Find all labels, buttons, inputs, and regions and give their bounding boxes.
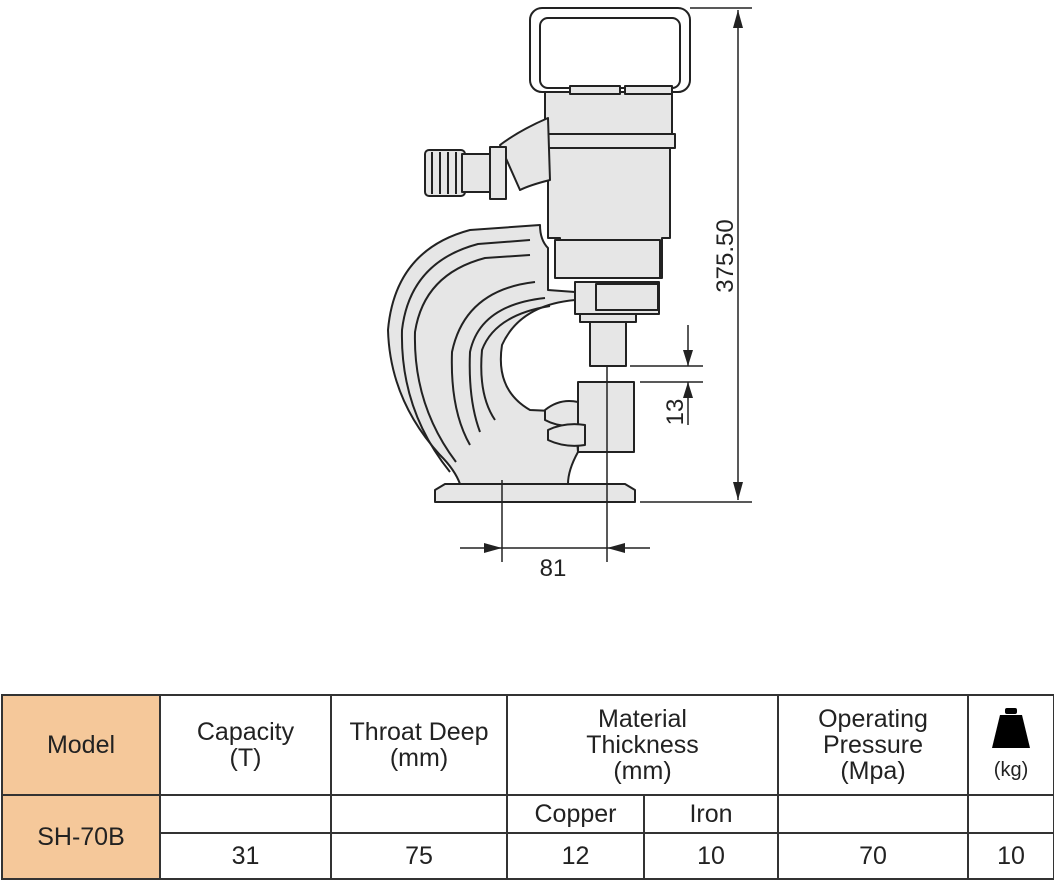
weight-value: 10 [967, 832, 1054, 880]
dim-throat-label: 81 [540, 555, 567, 582]
die-block [577, 381, 635, 453]
weight-icon [992, 708, 1031, 748]
dim-stroke-label: 13 [662, 399, 689, 426]
throat-header: Throat Deep (mm) [330, 694, 508, 796]
copper-label: Copper [506, 794, 645, 834]
copper-value: 12 [506, 832, 645, 880]
iron-value: 10 [642, 832, 780, 880]
throat-value: 75 [330, 832, 508, 880]
punch-tool-drawing: 375.50 13 81 [387, 7, 752, 582]
capacity-value: 31 [159, 832, 332, 880]
base-plate [434, 483, 636, 503]
capacity-header: Capacity (T) [159, 694, 332, 796]
model-header: Model [1, 694, 161, 796]
model-value: SH-70B [1, 794, 161, 880]
material-thickness-header: Material Thickness (mm) [505, 694, 780, 796]
weight-header: (kg) [967, 694, 1054, 796]
hydraulic-coupler [424, 146, 507, 200]
pressure-value: 70 [777, 832, 970, 880]
iron-label: Iron [642, 794, 780, 834]
punch-pin [589, 317, 627, 367]
c-frame [387, 224, 579, 485]
spec-table: Model Capacity (T) Throat Deep (mm) Mate… [1, 694, 1054, 880]
dim-height-label: 375.50 [712, 219, 739, 292]
pressure-header: Operating Pressure (Mpa) [777, 694, 970, 796]
